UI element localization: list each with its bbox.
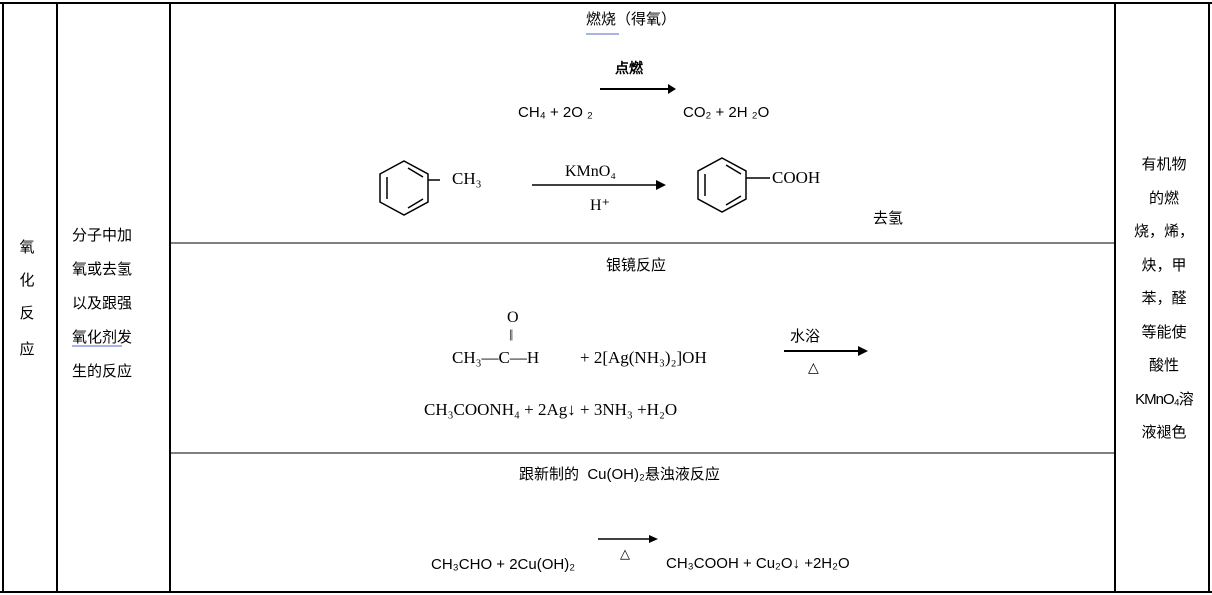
reaction-arrow	[598, 535, 658, 543]
silver-mirror-title: 银镜反应	[606, 256, 667, 274]
tollens-reagent: + 2[Ag(NH₃)₂]OH	[580, 348, 707, 367]
note: 有机物 的燃 烧，烯， 炔，甲 苯，醛 等能使 酸性 KMnO₄溶 液褪色	[1120, 148, 1208, 450]
row-label-char: 氧	[19, 238, 35, 256]
note-line: 液褪色	[1141, 423, 1187, 441]
definition-line: 氧或去氢	[72, 260, 133, 278]
reaction-arrow	[532, 180, 666, 190]
note-line: 烧，烯，	[1133, 222, 1194, 240]
note-line: 的燃	[1148, 188, 1179, 207]
copper-products: CH₃COOH + Cu₂O↓ +2H₂O	[666, 555, 850, 572]
definition-line: 氧化剂发	[72, 328, 133, 346]
aldehyde-formula: CH₃—C—H	[452, 348, 540, 367]
note-line: 炔，甲	[1141, 255, 1187, 274]
combustion-title: 燃烧（得氧）	[586, 10, 677, 28]
highlight-underline	[72, 345, 122, 347]
carbonyl-double-bond: ||	[509, 326, 513, 341]
row-label-char: 应	[19, 340, 35, 358]
combustion-product: CO₂ + 2H ₂O	[683, 104, 770, 121]
definition-line: 分子中加	[72, 226, 133, 244]
note-line: 等能使	[1141, 322, 1187, 341]
carboxyl-group: COOH	[772, 168, 821, 187]
row-label-char: 反	[19, 304, 35, 322]
benzene-ring-toluene	[379, 160, 440, 216]
copper-hydroxide-title: 跟新制的 Cu(OH)₂悬浊液反应	[519, 466, 720, 483]
heat-symbol: △	[620, 547, 630, 562]
copper-reactants: CH₃CHO + 2Cu(OH)₂	[431, 556, 576, 573]
definition-line: 以及跟强	[72, 294, 133, 312]
heat-symbol: △	[808, 360, 819, 376]
reaction-arrow	[600, 84, 676, 94]
row-label-char: 化	[19, 271, 35, 289]
benzene-ring-benzoic	[697, 157, 770, 213]
definition: 分子中加 氧或去氢 以及跟强 氧化剂发 生的反应	[72, 218, 162, 388]
definition-line: 生的反应	[72, 362, 133, 380]
highlight-underline	[586, 33, 619, 35]
note-line: 苯，醛	[1141, 289, 1187, 307]
note-line: 酸性	[1148, 356, 1179, 374]
acid-label: H⁺	[590, 197, 610, 214]
carbonyl-oxygen: O	[507, 309, 519, 326]
water-bath-label: 水浴	[790, 327, 821, 345]
reaction-arrow	[784, 346, 868, 356]
note-line: 有机物	[1141, 155, 1187, 173]
toluene-methyl: CH₃	[452, 169, 482, 188]
silver-mirror-products: CH₃COONH₄ + 2Ag↓ + 3NH₃ +H₂O	[424, 400, 678, 419]
combustion-condition: 点燃	[615, 61, 643, 77]
note-line: KMnO₄溶	[1135, 390, 1194, 408]
oxidant-label: KMnO₄	[565, 163, 616, 180]
combustion-reactant: CH₄ + 2O ₂	[518, 104, 593, 121]
dehydrogenation-label: 去氢	[873, 209, 904, 227]
